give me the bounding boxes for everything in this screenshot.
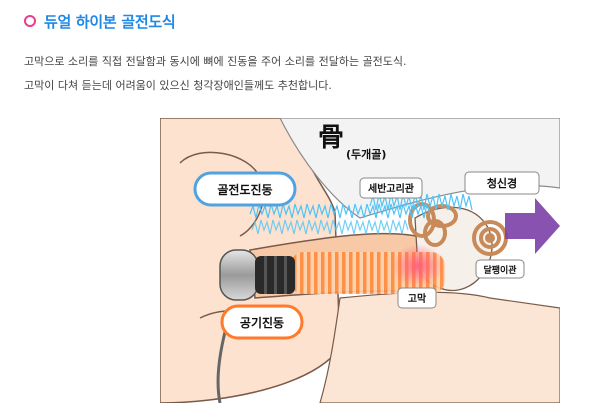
eardrum-label: 고막 (408, 292, 427, 305)
bone-label: (두개골) (346, 147, 386, 161)
cochlea-callout: 달팽이관 (475, 259, 525, 279)
circle-bullet-icon (24, 15, 36, 27)
section-title: 듀얼 하이본 골전도식 (44, 12, 176, 31)
semicircular-callout: 세반고리관 (359, 177, 423, 199)
bone-conduction-label: 골전도진동 (217, 182, 272, 197)
ear-bone-conduction-diagram: 骨 (두개골) 골전도진동 공기진동 세반고리관 청신경 고막 달팽이관 (160, 118, 560, 403)
description: 고막으로 소리를 직접 전달함과 동시에 뼈에 진동을 주어 소리를 전달하는 … (24, 50, 407, 98)
eardrum-callout: 고막 (397, 287, 437, 309)
eardrum-glow (392, 244, 444, 288)
auditory-nerve-callout: 청신경 (464, 171, 540, 195)
description-line-1: 고막으로 소리를 직접 전달함과 동시에 뼈에 진동을 주어 소리를 전달하는 … (24, 55, 407, 68)
bone-hanja: 骨 (318, 123, 344, 153)
cochlea-label: 달팽이관 (483, 264, 517, 276)
section-header: 듀얼 하이본 골전도식 (24, 10, 176, 32)
earbud (216, 249, 295, 403)
description-line-2: 고막이 다쳐 듣는데 어려움이 있으신 청각장애인들께도 추천합니다. (24, 79, 332, 92)
auditory-nerve-label: 청신경 (487, 176, 517, 190)
air-conduction-label: 공기진동 (240, 315, 284, 330)
auditory-nerve-arrow (505, 198, 560, 254)
bone-conduction-callout: 골전도진동 (193, 171, 297, 207)
lower-tissue (319, 291, 560, 403)
air-conduction-callout: 공기진동 (220, 304, 304, 340)
semicircular-label: 세반고리관 (368, 182, 415, 195)
